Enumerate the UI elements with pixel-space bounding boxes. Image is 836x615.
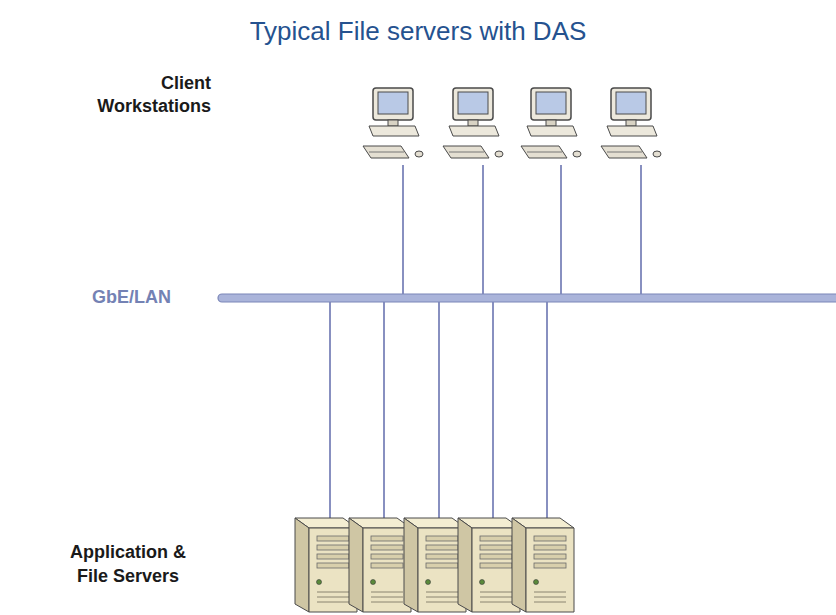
drive-bay bbox=[480, 545, 512, 550]
computer-case bbox=[527, 126, 577, 136]
network-cable bbox=[329, 302, 331, 524]
network-cable bbox=[383, 302, 385, 524]
drive-bay bbox=[371, 545, 403, 550]
network-cable bbox=[640, 165, 642, 294]
server-side bbox=[458, 518, 472, 612]
monitor bbox=[611, 88, 651, 120]
vent-slot bbox=[317, 602, 349, 603]
drive-bay bbox=[480, 563, 512, 568]
mouse bbox=[415, 151, 423, 157]
drive-bay bbox=[371, 536, 403, 541]
drive-bay bbox=[317, 554, 349, 559]
power-light bbox=[371, 580, 376, 585]
keyboard-keys bbox=[369, 152, 404, 153]
vent-slot bbox=[317, 597, 349, 598]
drive-bay bbox=[534, 536, 566, 541]
network-cable bbox=[560, 165, 562, 294]
monitor-stand bbox=[626, 120, 636, 126]
group-label: Application & File Servers bbox=[62, 540, 194, 588]
keyboard-keys bbox=[449, 152, 484, 153]
monitor-screen bbox=[458, 92, 488, 114]
drive-bay bbox=[317, 536, 349, 541]
server-side bbox=[512, 518, 526, 612]
vent-slot bbox=[426, 597, 458, 598]
drive-bay bbox=[426, 563, 458, 568]
vent-slot bbox=[480, 597, 512, 598]
network-cable bbox=[438, 302, 440, 524]
mouse bbox=[573, 151, 581, 157]
monitor bbox=[373, 88, 413, 120]
vent-slot bbox=[534, 602, 566, 603]
server-side bbox=[295, 518, 309, 612]
power-light bbox=[480, 580, 485, 585]
monitor-screen bbox=[378, 92, 408, 114]
computer-case bbox=[607, 126, 657, 136]
drive-bay bbox=[480, 554, 512, 559]
monitor-stand bbox=[546, 120, 556, 126]
drive-bay bbox=[317, 545, 349, 550]
computer-case bbox=[369, 126, 419, 136]
lan-bus bbox=[218, 294, 836, 302]
drive-bay bbox=[371, 554, 403, 559]
monitor bbox=[531, 88, 571, 120]
network-cable bbox=[402, 165, 404, 294]
keyboard bbox=[363, 146, 409, 158]
drive-bay bbox=[426, 554, 458, 559]
vent-slot bbox=[317, 592, 349, 593]
drive-bay bbox=[317, 563, 349, 568]
vent-slot bbox=[426, 592, 458, 593]
server-side bbox=[404, 518, 418, 612]
drive-bay bbox=[534, 545, 566, 550]
mouse bbox=[495, 151, 503, 157]
network-cable bbox=[482, 165, 484, 294]
drive-bay bbox=[371, 563, 403, 568]
keyboard bbox=[443, 146, 489, 158]
computer-case bbox=[449, 126, 499, 136]
monitor bbox=[453, 88, 493, 120]
drive-bay bbox=[480, 536, 512, 541]
power-light bbox=[534, 580, 539, 585]
keyboard-keys bbox=[607, 152, 642, 153]
keyboard-keys bbox=[527, 152, 562, 153]
monitor-stand bbox=[468, 120, 478, 126]
keyboard bbox=[601, 146, 647, 158]
monitor-stand bbox=[388, 120, 398, 126]
network-cable bbox=[546, 302, 548, 524]
vent-slot bbox=[534, 592, 566, 593]
vent-slot bbox=[480, 602, 512, 603]
monitor-screen bbox=[536, 92, 566, 114]
vent-slot bbox=[371, 592, 403, 593]
network-cable bbox=[492, 302, 494, 524]
drive-bay bbox=[534, 554, 566, 559]
vent-slot bbox=[371, 597, 403, 598]
drive-bay bbox=[426, 545, 458, 550]
server-front bbox=[526, 528, 574, 612]
mouse bbox=[653, 151, 661, 157]
group-label: Client Workstations bbox=[95, 72, 211, 118]
keyboard bbox=[521, 146, 567, 158]
diagram-title: Typical File servers with DAS bbox=[0, 16, 836, 47]
server-side bbox=[349, 518, 363, 612]
vent-slot bbox=[371, 602, 403, 603]
power-light bbox=[317, 580, 322, 585]
monitor-screen bbox=[616, 92, 646, 114]
vent-slot bbox=[480, 592, 512, 593]
power-light bbox=[426, 580, 431, 585]
drive-bay bbox=[534, 563, 566, 568]
vent-slot bbox=[426, 602, 458, 603]
vent-slot bbox=[534, 597, 566, 598]
drive-bay bbox=[426, 536, 458, 541]
network-label: GbE/LAN bbox=[92, 287, 171, 308]
